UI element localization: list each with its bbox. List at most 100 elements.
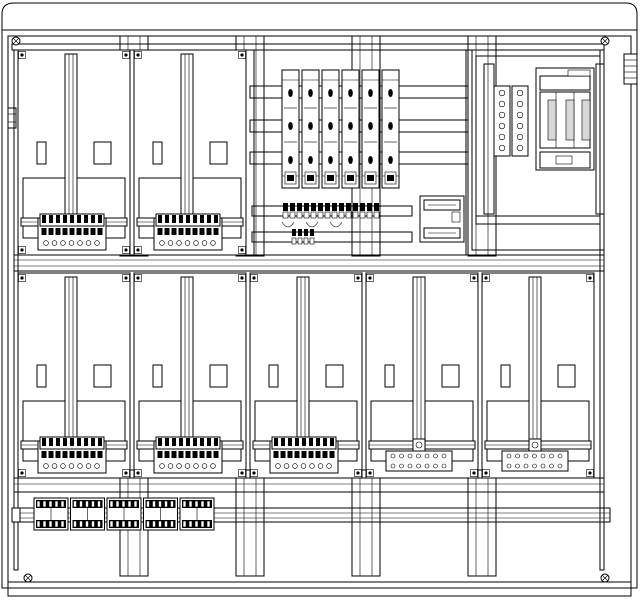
screw-icon — [354, 469, 362, 477]
terminal-screw — [310, 229, 314, 236]
terminal-block-icon — [153, 436, 223, 474]
terminal-screw — [296, 211, 303, 219]
hinge-icon — [7, 107, 17, 129]
meter-bay — [249, 272, 363, 479]
terminal-screw — [283, 203, 288, 211]
top-mounting-rail — [11, 43, 605, 51]
meter-mount-bar — [528, 276, 542, 446]
terminal-screw — [297, 237, 303, 245]
meter-mount-bar — [64, 53, 78, 223]
screw-icon — [250, 469, 258, 477]
terminal-screw — [289, 211, 296, 219]
terminal-screw — [292, 229, 296, 236]
screw-icon — [250, 274, 258, 282]
terminal-screw — [498, 100, 506, 108]
terminal-screw — [324, 211, 331, 219]
terminal-screw — [346, 203, 351, 211]
din-rail — [467, 469, 497, 577]
screw-icon — [238, 469, 246, 477]
breaker-group — [281, 69, 400, 189]
terminal-screw — [498, 144, 506, 152]
rail-terminal-block-icon — [143, 497, 178, 531]
control-terminal-strip — [493, 85, 529, 157]
terminal-screw — [304, 203, 309, 211]
screw-icon — [470, 469, 478, 477]
terminal-screw — [311, 203, 316, 211]
terminal-screw — [303, 211, 310, 219]
screw-icon — [122, 51, 130, 59]
screw-icon — [354, 274, 362, 282]
screw-icon — [470, 274, 478, 282]
terminal-screw — [338, 211, 345, 219]
screw-icon — [586, 469, 594, 477]
busbar-section — [249, 49, 469, 256]
terminal-screw — [352, 211, 359, 219]
meter-bay — [133, 272, 247, 479]
terminal-screw — [359, 211, 366, 219]
terminal-screw — [325, 203, 330, 211]
meter-bay — [481, 272, 595, 479]
rail-end-stop — [11, 507, 21, 523]
meter-mount-bar — [412, 276, 426, 446]
control-rail — [483, 63, 495, 215]
screw-icon — [238, 246, 246, 254]
terminal-block-icon — [269, 436, 339, 474]
door-lock-icon — [623, 53, 638, 85]
control-panel-rail — [475, 215, 601, 225]
bottom-terminal-group — [33, 497, 215, 531]
terminal-block-icon — [153, 213, 223, 251]
terminal-screw — [332, 203, 337, 211]
terminal-screw — [516, 122, 524, 130]
bottom-terminal-rail — [11, 477, 611, 531]
screw-icon — [238, 274, 246, 282]
rail-terminal-block-icon — [70, 497, 105, 531]
meter-window — [209, 141, 228, 165]
terminal-screw — [331, 211, 338, 219]
lower-meter-row — [17, 272, 595, 479]
distribution-terminals — [282, 203, 380, 245]
terminal-screw — [374, 203, 379, 211]
meter-window — [500, 364, 511, 388]
screw-icon — [134, 246, 142, 254]
contactor-icon — [535, 67, 595, 171]
meter-mount-bar — [180, 276, 194, 446]
circuit-breaker-icon — [341, 69, 360, 189]
meter-bay — [133, 49, 247, 256]
rail-terminal-block-icon — [106, 497, 142, 531]
rail-terminal-block-icon — [33, 497, 69, 531]
meter-window — [209, 364, 228, 388]
terminal-screw — [516, 89, 524, 97]
meter-bay — [17, 272, 131, 479]
distribution-bar — [251, 203, 413, 245]
meter-window — [557, 364, 576, 388]
corner-screw-icon — [600, 36, 610, 46]
corner-screw-icon — [11, 36, 21, 46]
terminal-screw — [498, 89, 506, 97]
rail-terminal-block-icon — [179, 497, 215, 531]
screw-icon — [18, 246, 26, 254]
screw-icon — [122, 274, 130, 282]
terminal-screw — [366, 211, 373, 219]
screw-icon — [482, 274, 490, 282]
corner-screw-icon — [23, 573, 33, 583]
screw-icon — [134, 469, 142, 477]
terminal-screw — [367, 203, 372, 211]
circuit-breaker-icon — [321, 69, 340, 189]
control-panel — [471, 49, 605, 251]
enclosure-roof — [1, 2, 638, 31]
circuit-breaker-icon — [281, 69, 300, 189]
screw-icon — [238, 51, 246, 59]
terminal-screw — [290, 203, 295, 211]
screw-icon — [122, 469, 130, 477]
meter-window — [384, 364, 395, 388]
screw-icon — [134, 274, 142, 282]
terminal-screw — [345, 211, 352, 219]
terminal-screw — [309, 237, 315, 245]
middle-mounting-rail — [13, 254, 605, 272]
terminal-screw — [304, 229, 308, 236]
screw-icon — [586, 274, 594, 282]
terminal-screw — [498, 133, 506, 141]
screw-icon — [122, 246, 130, 254]
